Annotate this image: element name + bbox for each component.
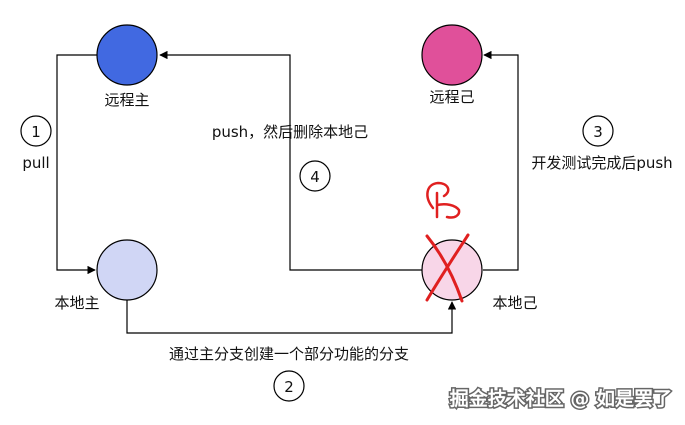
- watermark: 掘金技术社区 @ 如是罢了: [450, 387, 672, 410]
- step-1-badge: [20, 115, 52, 147]
- step-1-text: pull: [22, 154, 49, 172]
- edge-create-branch: [126, 300, 457, 334]
- step-2-number: 2: [284, 378, 294, 396]
- step-2-badge: [273, 370, 305, 402]
- step-2-text: 通过主分支创建一个部分功能的分支: [169, 345, 409, 363]
- node-remote-main-label: 远程主: [104, 91, 149, 109]
- node-local-self-label: 本地己: [492, 294, 537, 312]
- node-remote-main: [96, 24, 158, 86]
- node-remote-self-label: 远程己: [429, 88, 474, 106]
- node-local-main-label: 本地主: [54, 294, 99, 312]
- step-4-badge: [299, 160, 331, 192]
- edge-pull: [56, 54, 97, 275]
- step-3-text: 开发测试完成后push: [531, 154, 672, 172]
- step-4-number: 4: [310, 168, 320, 186]
- edge-push-to-remote-main: [159, 50, 422, 271]
- step-3-badge: [582, 115, 614, 147]
- step-3-number: 3: [593, 123, 603, 141]
- step-4-text: push，然后删除本地己: [212, 123, 368, 141]
- node-local-main: [96, 239, 158, 301]
- step-1-number: 1: [31, 123, 41, 141]
- deleted-mark-annotation: [425, 181, 470, 303]
- edge-push-to-remote-self: [483, 50, 519, 271]
- node-remote-self: [421, 24, 483, 86]
